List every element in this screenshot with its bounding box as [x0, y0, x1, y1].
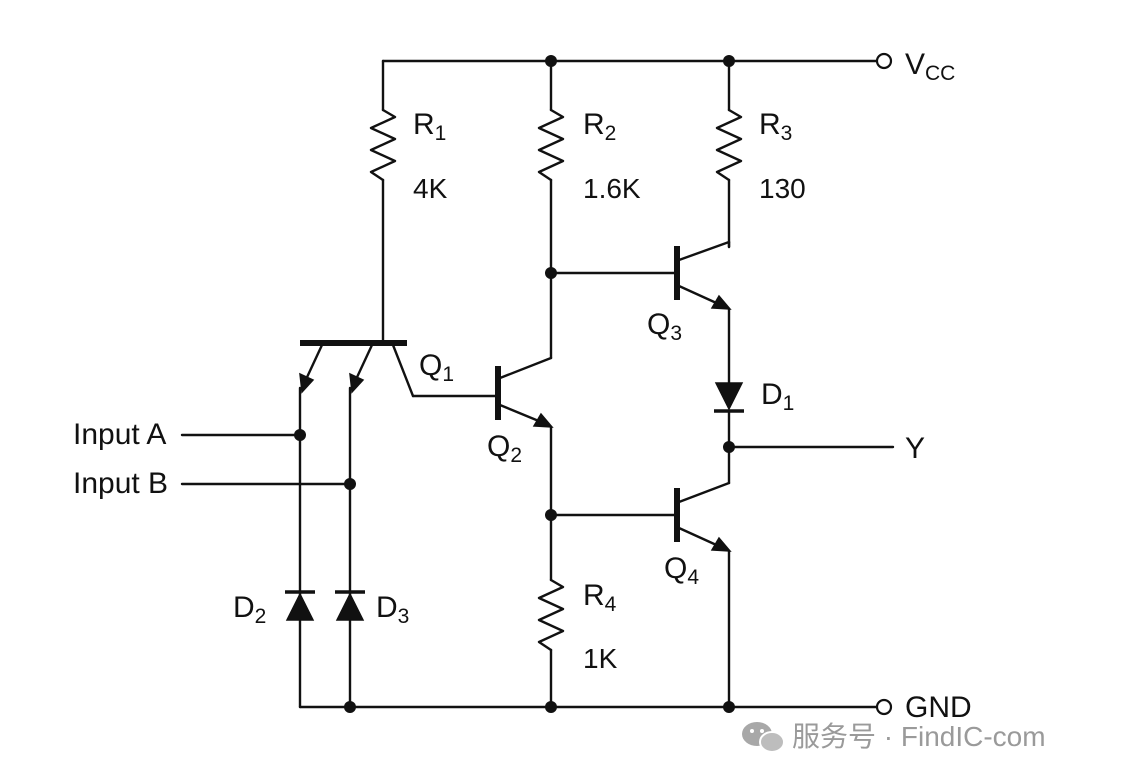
resistor-r4	[537, 513, 565, 709]
q1-label: Q1	[419, 349, 454, 386]
d2-label: D2	[233, 591, 266, 628]
q2-label: Q2	[487, 430, 522, 467]
diode-d1	[714, 382, 744, 485]
vcc-label: VCC	[905, 48, 955, 85]
wechat-icon	[742, 722, 785, 753]
transistor-q2	[495, 271, 557, 521]
vcc-terminal[interactable]	[875, 52, 893, 70]
r1-value: 4K	[413, 173, 448, 204]
r4-label: R4	[583, 579, 617, 616]
diode-d3	[335, 590, 365, 621]
transistor-q1	[298, 340, 499, 709]
input-b-label: Input B	[73, 467, 168, 500]
r1-label: R1	[413, 108, 446, 145]
r2-value: 1.6K	[583, 173, 641, 204]
output-y-label: Y	[905, 432, 925, 465]
resistor-r2	[537, 59, 565, 279]
d3-label: D3	[376, 591, 409, 628]
transistor-q4	[549, 481, 732, 709]
r3-value: 130	[759, 173, 806, 204]
watermark-text: 服务号 · FindIC-com	[792, 721, 1046, 752]
transistor-q3	[549, 240, 732, 385]
r3-label: R3	[759, 108, 792, 145]
resistor-r3	[715, 59, 743, 249]
gnd-label: GND	[905, 691, 972, 724]
d1-label: D1	[761, 378, 794, 415]
input-a-label: Input A	[73, 418, 166, 451]
gnd-terminal[interactable]	[875, 698, 893, 716]
resistor-r1	[369, 59, 397, 345]
input-a-wire[interactable]	[180, 429, 306, 441]
diode-d2	[285, 590, 315, 621]
input-b-wire[interactable]	[180, 478, 356, 490]
r4-value: 1K	[583, 643, 618, 674]
q4-label: Q4	[664, 552, 699, 589]
r2-label: R2	[583, 108, 616, 145]
gnd-rail	[298, 698, 893, 716]
q3-label: Q3	[647, 308, 682, 345]
vcc-rail	[381, 52, 893, 70]
